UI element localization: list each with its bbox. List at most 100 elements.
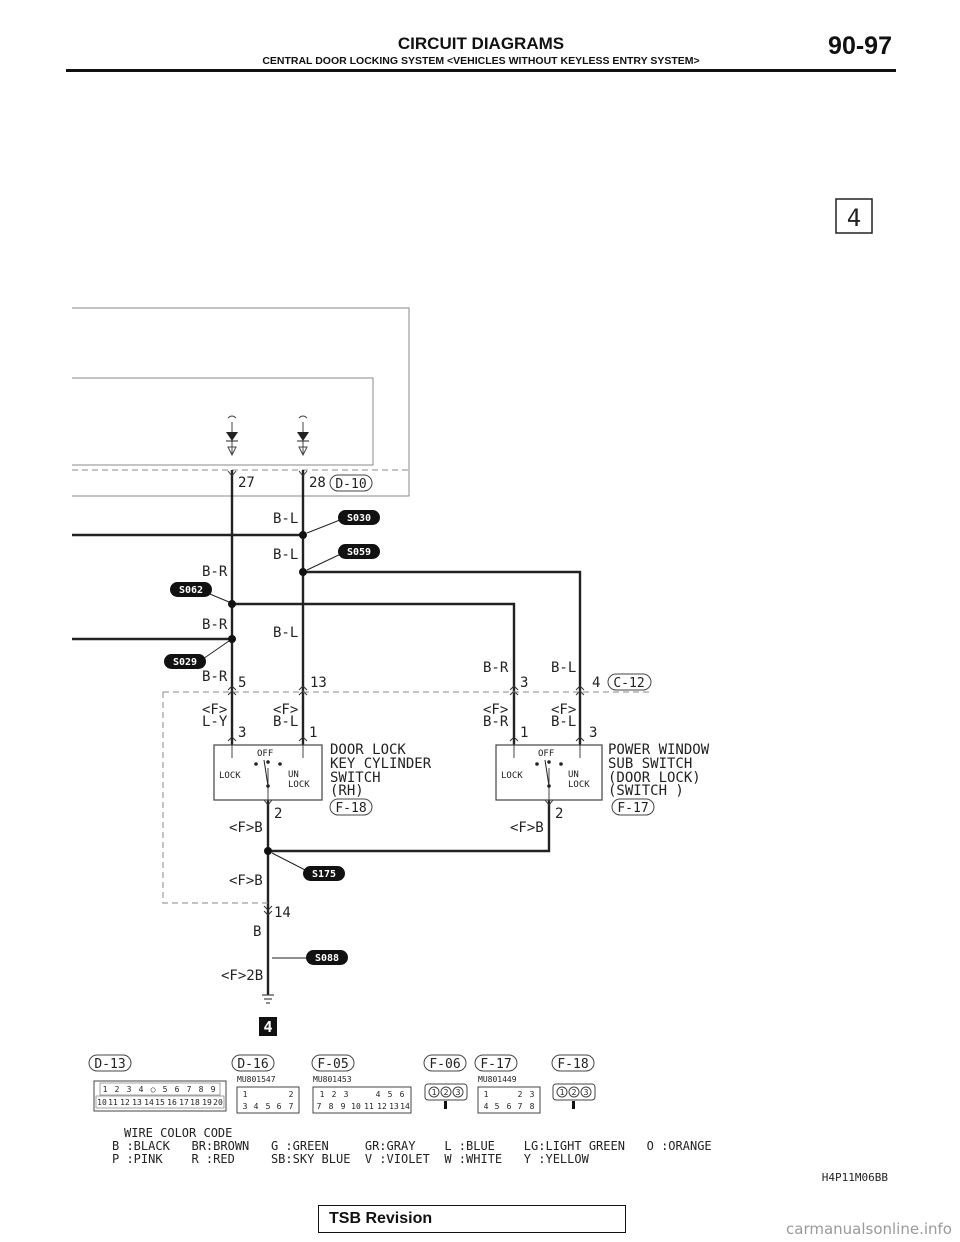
svg-text:3: 3 [584, 1088, 589, 1097]
svg-text:12: 12 [377, 1102, 387, 1111]
switch-unlock-label: LOCK [568, 780, 590, 790]
svg-text:7: 7 [518, 1102, 523, 1111]
svg-text:4: 4 [376, 1090, 381, 1099]
splice-badge-s030: S030 [338, 510, 380, 525]
connector-view-label: F-17 [480, 1057, 511, 1072]
diode-icon [226, 415, 238, 457]
splice-points [228, 531, 307, 855]
wire-label: B-R [202, 669, 228, 685]
wire-color-code-title: WIRE COLOR CODE [124, 1126, 232, 1140]
pin-1: 1 [309, 725, 317, 741]
pin-14: 14 [274, 905, 291, 921]
svg-text:8: 8 [530, 1102, 535, 1111]
switch-lock-label: LOCK [501, 771, 523, 781]
svg-text:13: 13 [389, 1102, 399, 1111]
connector-view-label: D-13 [94, 1057, 125, 1072]
connector-label-f17: F-17 [611, 798, 655, 816]
svg-text:8: 8 [329, 1102, 334, 1111]
connector-label-c12: C-12 [607, 673, 652, 691]
switch-off-label: OFF [257, 749, 273, 759]
power-window-sub-switch: OFF LOCK UN LOCK [495, 744, 603, 801]
connector-view-label: F-06 [429, 1057, 460, 1072]
svg-text:1: 1 [432, 1088, 437, 1097]
pin-3: 3 [238, 725, 246, 741]
svg-text:11: 11 [364, 1102, 374, 1111]
svg-text:15: 15 [155, 1098, 165, 1107]
page-header: CIRCUIT DIAGRAMS CENTRAL DOOR LOCKING SY… [66, 30, 896, 74]
svg-text:6: 6 [277, 1102, 282, 1111]
svg-text:S059: S059 [347, 547, 371, 558]
svg-text:7: 7 [187, 1085, 192, 1094]
connector-label-f18: F-18 [329, 798, 373, 816]
watermark: carmanualsonline.info [786, 1220, 952, 1238]
svg-text:7: 7 [317, 1102, 322, 1111]
page-subtitle: CENTRAL DOOR LOCKING SYSTEM <VEHICLES WI… [262, 55, 700, 67]
svg-text:S175: S175 [312, 869, 336, 880]
pin-2: 2 [555, 806, 563, 822]
switch-off-label: OFF [538, 749, 554, 759]
page-number: 90-97 [828, 32, 892, 60]
svg-text:16: 16 [167, 1098, 177, 1107]
pin-28: 28 [309, 475, 326, 491]
splice-badge-s175: S175 [303, 866, 345, 881]
svg-text:2: 2 [115, 1085, 120, 1094]
connector-view-f-06: F-06 1 2 3 [423, 1054, 468, 1109]
splice-badge-s088: S088 [306, 950, 348, 965]
page-marker-box [835, 198, 873, 234]
pin-3: 3 [589, 725, 597, 741]
outer-module-outline [72, 307, 410, 497]
pin-27: 27 [238, 475, 255, 491]
door-lock-switch-name: DOOR LOCK KEY CYLINDER SWITCH (RH) [330, 742, 432, 799]
svg-text:4: 4 [263, 1018, 272, 1036]
svg-text:14: 14 [144, 1098, 154, 1107]
pin-numbers: 27 28 5 13 3 4 3 1 1 3 2 2 14 [238, 475, 600, 921]
connector-view-d-13: D-13 1 2 3 4 ○ 5 6 7 8 9 10 11 12 13 14 … [88, 1054, 227, 1112]
svg-text:1: 1 [320, 1090, 325, 1099]
wire-color-code-row: P :PINK R :RED SB:SKY BLUE V :VIOLET W :… [112, 1152, 590, 1166]
svg-text:1: 1 [103, 1085, 108, 1094]
wire-label: B-L [551, 714, 576, 730]
connector-view-f-17: F-17 MU801449 1 2 3 4 5 6 7 8 [474, 1054, 541, 1114]
svg-text:1: 1 [560, 1088, 565, 1097]
wire-label: <F> [202, 702, 227, 718]
svg-text:S062: S062 [179, 585, 203, 596]
svg-text:3: 3 [243, 1102, 248, 1111]
svg-text:S030: S030 [347, 513, 371, 524]
figure-code: H4P11M06BB [822, 1171, 889, 1184]
wire-color-code-row: B :BLACK BR:BROWN G :GREEN GR:GRAY L :BL… [112, 1139, 712, 1153]
svg-text:6: 6 [507, 1102, 512, 1111]
wire-label: B-R [483, 714, 509, 730]
svg-text:2: 2 [444, 1088, 449, 1097]
part-number: MU801453 [313, 1075, 352, 1084]
wire-label: L-Y [202, 714, 228, 730]
connector-chevrons [227, 470, 585, 916]
component-name-line: KEY CYLINDER [330, 756, 432, 772]
pin-2: 2 [274, 806, 282, 822]
wire-label: <F> [551, 702, 576, 718]
connector-view-label: D-16 [237, 1057, 268, 1072]
connector-label-d10: D-10 [329, 474, 373, 492]
connector-view-d-16: D-16 MU801547 1 2 3 4 5 6 7 [231, 1054, 300, 1114]
pin-13: 13 [310, 675, 327, 691]
svg-text:1: 1 [243, 1090, 248, 1099]
svg-text:10: 10 [351, 1102, 361, 1111]
svg-text:9: 9 [341, 1102, 346, 1111]
header-rule [66, 69, 896, 72]
component-name-line: DOOR LOCK [330, 742, 406, 758]
wire-labels: B-L B-L B-R B-R B-L B-R B-R B-L <F> L-Y … [202, 511, 576, 984]
svg-text:12: 12 [120, 1098, 130, 1107]
wire-label: <F>B [229, 820, 263, 836]
switch-lock-label: LOCK [219, 771, 241, 781]
svg-text:1: 1 [484, 1090, 489, 1099]
wire-label: B-L [273, 625, 298, 641]
pin-5: 5 [238, 675, 246, 691]
svg-text:D-10: D-10 [335, 477, 366, 492]
splice-badge-s029: S029 [164, 654, 206, 669]
component-name-line: (RH) [330, 783, 364, 799]
bottom-page-marker: 4 [259, 1017, 277, 1036]
tsb-revision-label: TSB Revision [329, 1210, 433, 1227]
svg-text:2: 2 [572, 1088, 577, 1097]
svg-text:2: 2 [518, 1090, 523, 1099]
svg-text:20: 20 [213, 1098, 223, 1107]
